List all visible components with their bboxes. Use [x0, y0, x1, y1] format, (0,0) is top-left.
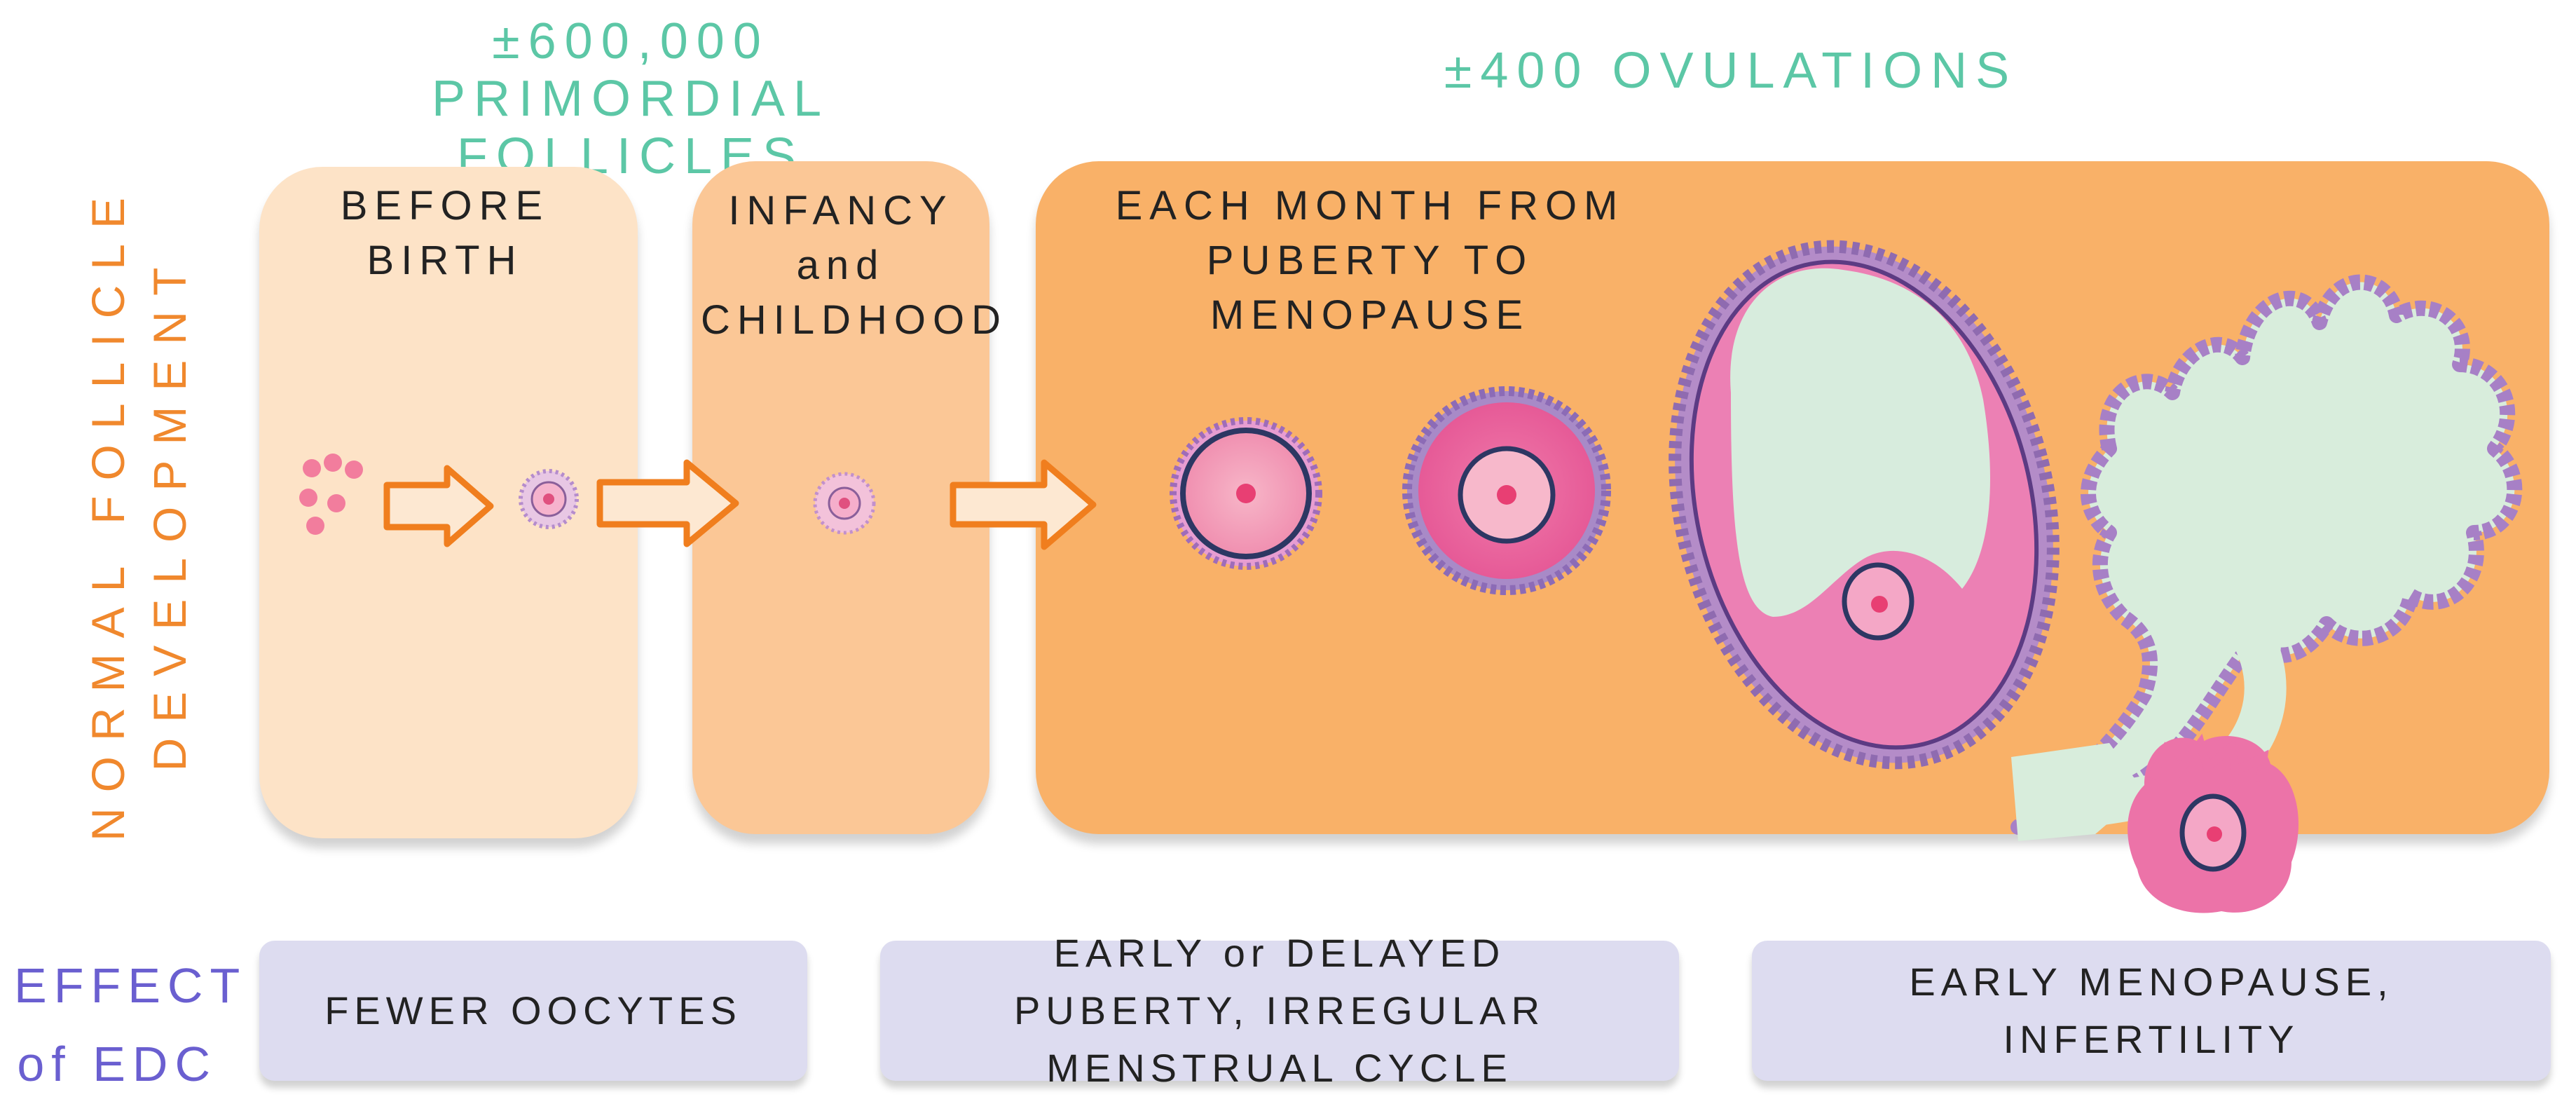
released-oocyte-icon: [2128, 733, 2298, 913]
primordial-follicle-icon: [519, 469, 579, 529]
effect-text-menopause-infertility: EARLY MENOPAUSE, INFERTILITY: [1909, 960, 2394, 1061]
arrow-right-icon: [950, 459, 1097, 550]
arrow-right-icon: [383, 465, 494, 547]
effect-title-line2: of EDC: [17, 1037, 217, 1091]
primordial-follicle-icon: [813, 472, 876, 535]
effect-box-puberty-cycle: EARLY or DELAYED PUBERTY, IRREGULAR MENS…: [880, 931, 1679, 1090]
stage-label-infancy-childhood: INFANCY and CHILDHOOD: [701, 188, 1008, 343]
effect-text-fewer-oocytes: FEWER OOCYTES: [324, 988, 742, 1032]
effect-title-line1: EFFECT: [14, 958, 247, 1013]
ovulations-label: ±400 OVULATIONS: [1444, 43, 2018, 99]
oocyte-cluster-icon: [299, 454, 363, 535]
stage-label-puberty-to-menopause: EACH MONTH FROM PUBERTY TO MENOPAUSE: [1115, 183, 1625, 338]
antral-follicle-icon: [1669, 240, 2060, 770]
stage-label-before-birth: BEFORE BIRTH: [340, 183, 550, 283]
primordial-follicles-label: ±600,000 PRIMORDIAL FOLLICLES: [431, 13, 830, 184]
arrow-right-icon: [596, 459, 739, 547]
effect-of-edc-label: EFFECT of EDC: [14, 946, 247, 1103]
effect-text-puberty-cycle: EARLY or DELAYED PUBERTY, IRREGULAR MENS…: [1013, 931, 1546, 1090]
effect-box-menopause-infertility: EARLY MENOPAUSE, INFERTILITY: [1752, 941, 2551, 1081]
primary-follicle-icon: [1170, 417, 1322, 570]
ruptured-follicle-icon: [2010, 274, 2523, 841]
effect-box-fewer-oocytes: FEWER OOCYTES: [259, 941, 807, 1081]
secondary-follicle-icon: [1402, 386, 1611, 595]
